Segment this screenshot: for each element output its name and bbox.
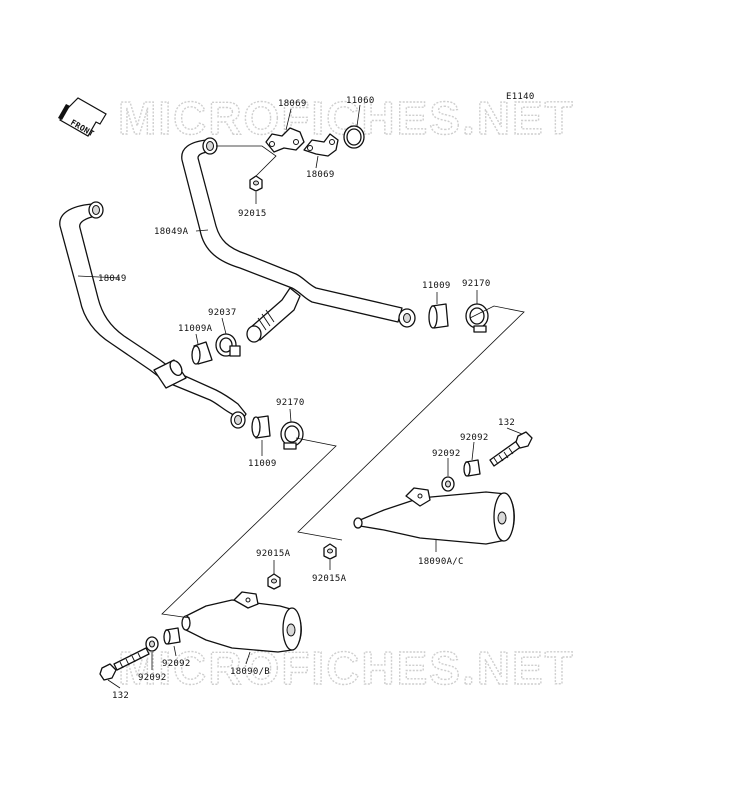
gasket-11009-right	[428, 303, 449, 329]
label-11009-left: 11009	[248, 459, 277, 469]
label-92037: 92037	[208, 308, 237, 318]
label-18090B: 18090/B	[230, 667, 270, 677]
label-18069-top: 18069	[278, 99, 307, 109]
label-92092-left-b: 92092	[138, 673, 167, 683]
gasket-11009A	[191, 341, 213, 365]
label-11009A: 11009A	[178, 324, 213, 334]
clamp-92170-left	[280, 421, 304, 450]
bracket-18069-bottom	[303, 133, 339, 157]
label-92015: 92015	[238, 209, 267, 219]
collar-92092-left-b	[145, 636, 159, 652]
diagram-code: E1140	[506, 92, 535, 102]
collar-92092-left-a	[163, 627, 181, 645]
collar-92092-right-top	[463, 459, 481, 477]
clamp-92170-right	[465, 303, 489, 333]
exhaust-pipe-18049A	[181, 137, 416, 343]
front-arrow-icon	[58, 97, 107, 137]
nut-92015	[249, 175, 263, 192]
label-92015A-right: 92015A	[312, 574, 347, 584]
label-18069-bottom: 18069	[306, 170, 335, 180]
nut-92015A-right	[323, 543, 337, 560]
nut-92015A-left	[267, 573, 281, 590]
muffler-18090AC	[353, 487, 515, 545]
label-92170-left: 92170	[276, 398, 305, 408]
clamp-92037	[215, 333, 241, 357]
bolt-132-left	[99, 647, 150, 681]
collar-92092-right-mid	[441, 476, 455, 492]
exhaust-pipe-18049	[59, 201, 247, 429]
label-92092-right-top: 92092	[460, 433, 489, 443]
leader-lines	[77, 104, 525, 689]
label-18049A: 18049A	[154, 227, 189, 237]
label-11009-right: 11009	[422, 281, 451, 291]
gasket-11009-left	[251, 415, 271, 439]
muffler-18090B	[181, 591, 302, 653]
label-132-left: 132	[112, 691, 129, 701]
label-11060: 11060	[346, 96, 375, 106]
label-132-right: 132	[498, 418, 515, 428]
gasket-11060	[343, 125, 365, 149]
label-18049: 18049	[98, 274, 127, 284]
bracket-18069-top	[265, 127, 305, 153]
label-92015A-left: 92015A	[256, 549, 291, 559]
label-92170-right: 92170	[462, 279, 491, 289]
label-18090AC: 18090A/C	[418, 557, 464, 567]
label-92092-left-a: 92092	[162, 659, 191, 669]
label-92092-right-mid: 92092	[432, 449, 461, 459]
bolt-132-right	[489, 431, 533, 467]
watermark-bottom: MICROFICHES.NET	[118, 642, 575, 694]
